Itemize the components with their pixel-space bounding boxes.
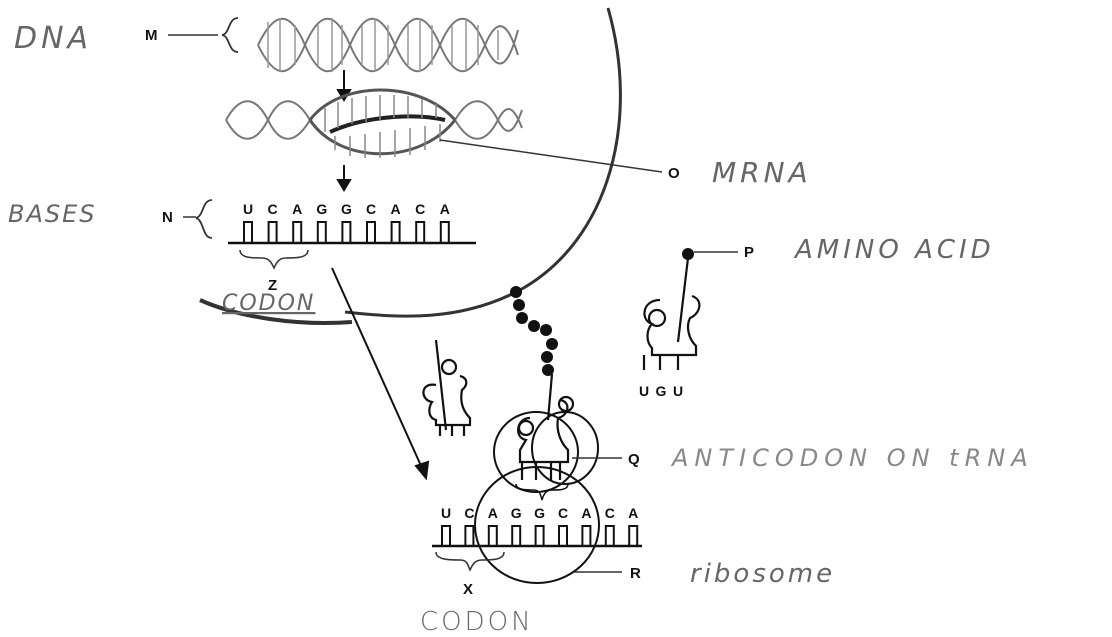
dna-double-helix bbox=[258, 18, 518, 72]
mrna-rib-tooth-3 bbox=[512, 526, 520, 546]
hw-mrna: MRNA bbox=[712, 156, 812, 189]
mrna-top-base-7: C bbox=[415, 201, 425, 217]
transcription-bubble bbox=[226, 90, 522, 158]
mrna-rib-tooth-8 bbox=[629, 526, 637, 546]
mrna-top-tooth-8 bbox=[441, 222, 449, 243]
hw-ribosome: ribosome bbox=[690, 559, 835, 589]
brace-n bbox=[196, 200, 212, 238]
mrna-rib-base-0: U bbox=[441, 505, 451, 521]
mrna-top-base-2: A bbox=[292, 201, 302, 217]
marker-x: X bbox=[463, 581, 473, 598]
hw-dna: DNA bbox=[14, 21, 92, 56]
hw-anticodon: ANTICODON ON tRNA bbox=[670, 444, 1034, 472]
mrna-rib-tooth-7 bbox=[606, 526, 614, 546]
mrna-top-base-3: G bbox=[316, 201, 327, 217]
brace-z bbox=[240, 250, 308, 268]
mrna-rib-base-3: G bbox=[511, 505, 522, 521]
hw-codon-bottom: CODON bbox=[420, 607, 534, 637]
mrna-rib-tooth-1 bbox=[465, 526, 473, 546]
marker-p: P bbox=[744, 244, 754, 261]
leader-o bbox=[440, 140, 662, 172]
mrna-top-teeth bbox=[244, 222, 449, 243]
mrna-rib-tooth-6 bbox=[582, 526, 590, 546]
polypeptide-chain bbox=[510, 286, 558, 376]
ribosome bbox=[475, 412, 599, 583]
marker-o: O bbox=[668, 165, 680, 182]
mrna-top-tooth-7 bbox=[416, 222, 424, 243]
mrna-rib-tooth-5 bbox=[559, 526, 567, 546]
marker-q: Q bbox=[628, 451, 640, 468]
brace-m bbox=[222, 18, 238, 52]
mrna-rib-base-2: A bbox=[488, 505, 498, 521]
mrna-rib-tooth-0 bbox=[442, 526, 450, 546]
marker-n: N bbox=[162, 209, 173, 226]
mrna-rib-base-1: C bbox=[464, 505, 474, 521]
mrna-ribosome-teeth bbox=[442, 526, 637, 546]
mrna-rib-base-4: G bbox=[534, 505, 545, 521]
trna-anticodon-base-2: U bbox=[673, 383, 683, 399]
mrna-rib-base-7: C bbox=[605, 505, 615, 521]
marker-m: M bbox=[145, 27, 158, 44]
arrow-to-ribosome bbox=[332, 268, 428, 478]
mrna-top-tooth-3 bbox=[318, 222, 326, 243]
mrna-rib-base-5: C bbox=[558, 505, 568, 521]
hw-bases: BASES bbox=[8, 200, 97, 228]
mrna-rib-tooth-2 bbox=[489, 526, 497, 546]
mrna-top-base-4: G bbox=[341, 201, 352, 217]
mrna-top-base-8: A bbox=[440, 201, 450, 217]
mrna-top-tooth-0 bbox=[244, 222, 252, 243]
mrna-rib-base-6: A bbox=[581, 505, 591, 521]
mrna-top-base-6: A bbox=[391, 201, 401, 217]
mrna-top-base-0: U bbox=[243, 201, 253, 217]
mrna-top-tooth-1 bbox=[269, 222, 277, 243]
trna-free-left bbox=[423, 340, 470, 436]
hw-codon-top: CODON bbox=[222, 291, 315, 316]
mrna-rib-tooth-4 bbox=[536, 526, 544, 546]
mrna-rib-base-8: A bbox=[628, 505, 638, 521]
trna-anticodon-base-1: G bbox=[656, 383, 667, 399]
trna-anticodon-base-0: U bbox=[639, 383, 649, 399]
mrna-top-base-5: C bbox=[366, 201, 376, 217]
mrna-top-base-1: C bbox=[268, 201, 278, 217]
arrow-to-mrna bbox=[338, 165, 350, 190]
marker-r: R bbox=[630, 565, 641, 582]
amino-acid-bead bbox=[682, 248, 694, 260]
hw-amino-acid: AMINO ACID bbox=[793, 235, 995, 265]
mrna-top-tooth-6 bbox=[392, 222, 400, 243]
mrna-top-tooth-5 bbox=[367, 222, 375, 243]
mrna-top-tooth-2 bbox=[293, 222, 301, 243]
mrna-top-tooth-4 bbox=[342, 222, 350, 243]
